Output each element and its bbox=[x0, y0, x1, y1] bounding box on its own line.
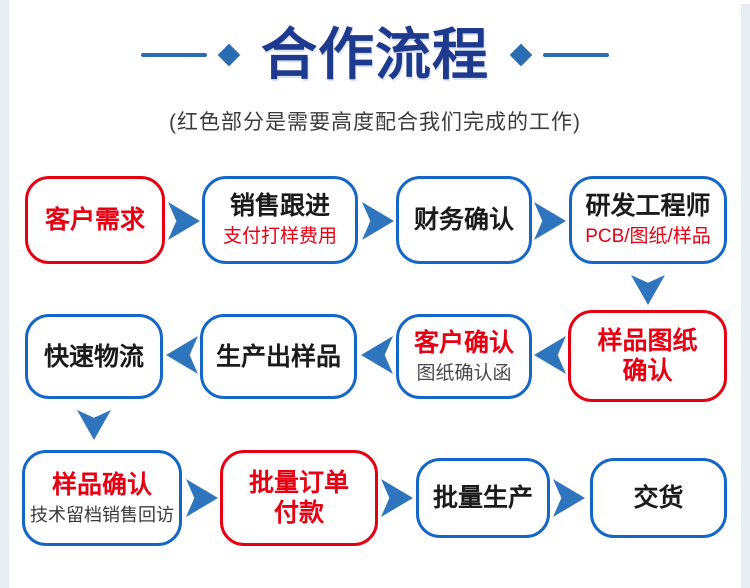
step-label: 样品确认 bbox=[51, 470, 152, 499]
flow-step-fast-logistics: 快速物流 bbox=[25, 314, 163, 399]
flow-step-produce-sample: 生产出样品 bbox=[200, 314, 357, 399]
arrow-left-icon bbox=[361, 336, 393, 374]
header: 合作流程 bbox=[9, 23, 741, 86]
arrow-left-icon bbox=[166, 336, 198, 374]
step-sublabel: PCB/图纸/样品 bbox=[585, 226, 711, 248]
flow-step-sample-drawing-confirm: 样品图纸 确认 bbox=[568, 310, 727, 402]
step-label: 批量订单 付款 bbox=[248, 469, 349, 527]
flow-step-delivery: 交货 bbox=[590, 458, 727, 538]
subtitle-note: (红色部分是需要高度配合我们完成的工作) bbox=[169, 111, 581, 134]
arrow-right-icon bbox=[381, 479, 413, 517]
step-label: 客户确认 bbox=[413, 328, 514, 357]
arrow-right-icon bbox=[362, 202, 394, 240]
arrow-right-icon bbox=[553, 479, 585, 517]
diamond-icon bbox=[217, 44, 241, 67]
step-label: 交货 bbox=[633, 484, 684, 512]
step-sublabel: 图纸确认函 bbox=[416, 362, 512, 384]
flow-step-customer-confirm: 客户确认 图纸确认函 bbox=[396, 314, 532, 399]
arrow-right-icon bbox=[186, 479, 218, 517]
flow-step-customer-demand: 客户需求 bbox=[25, 176, 165, 264]
step-label: 样品图纸 确认 bbox=[597, 327, 698, 385]
arrow-left-icon bbox=[534, 336, 566, 374]
diamond-icon bbox=[509, 44, 533, 67]
step-label: 研发工程师 bbox=[585, 192, 711, 221]
flow-step-finance-confirm: 财务确认 bbox=[396, 176, 532, 264]
arrow-right-icon bbox=[534, 202, 566, 240]
step-label: 生产出样品 bbox=[215, 342, 341, 371]
step-label: 快速物流 bbox=[43, 342, 144, 371]
step-label: 财务确认 bbox=[413, 206, 514, 234]
arrow-down-icon bbox=[77, 410, 111, 440]
flow-step-sales-follow-up: 销售跟进 支付打样费用 bbox=[202, 176, 358, 264]
page-edge-right bbox=[741, 4, 750, 588]
flow-step-bulk-production: 批量生产 bbox=[416, 458, 550, 538]
flow-step-bulk-order-payment: 批量订单 付款 bbox=[220, 450, 378, 546]
page-title: 合作流程 bbox=[261, 23, 489, 86]
step-label: 批量生产 bbox=[432, 484, 533, 512]
title-decoration-line-right bbox=[543, 53, 609, 58]
step-sublabel: 支付打样费用 bbox=[222, 226, 337, 248]
step-sublabel: 技术留档销售回访 bbox=[30, 504, 174, 525]
step-label: 客户需求 bbox=[44, 206, 145, 234]
step-label: 销售跟进 bbox=[229, 192, 330, 221]
title-decoration-line-left bbox=[141, 53, 207, 58]
flow-step-sample-confirm: 样品确认 技术留档销售回访 bbox=[22, 450, 182, 546]
page-edge-left bbox=[0, 0, 9, 588]
flow-step-rd-engineer: 研发工程师 PCB/图纸/样品 bbox=[569, 176, 727, 264]
arrow-right-icon bbox=[168, 202, 200, 240]
arrow-down-icon bbox=[631, 275, 665, 305]
